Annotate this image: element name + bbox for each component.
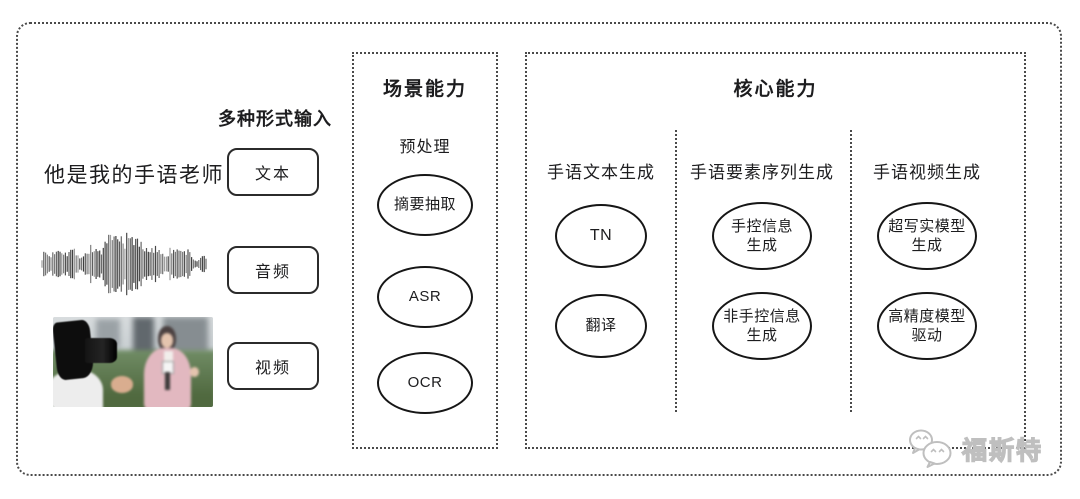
node-tn: TN	[555, 204, 647, 268]
node-high-precision-model-driving-label: 高精度模型 驱动	[888, 307, 966, 345]
preprocessing-label: 预处理	[399, 139, 451, 156]
node-manual-feature-generation-label: 手控信息 生成	[730, 217, 793, 255]
column-header-element-sequence-generation: 手语要素序列生成	[690, 163, 834, 182]
column-divider	[675, 130, 677, 412]
watermark: 福斯特	[906, 426, 1043, 472]
video-frame-thumbnail	[53, 317, 213, 407]
watermark-text: 福斯特	[961, 436, 1044, 465]
node-summary-extraction: 摘要抽取	[377, 174, 473, 236]
input-type-text-label: 文本	[254, 166, 291, 183]
outer-dotted-frame	[16, 22, 1062, 476]
input-type-audio-label: 音频	[254, 264, 291, 281]
node-translation: 翻译	[555, 294, 647, 358]
node-translation-label: 翻译	[585, 317, 617, 335]
photo-building	[133, 317, 154, 357]
node-asr-label: ASR	[408, 288, 442, 306]
node-hyperrealistic-model-generation-label: 超写实模型 生成	[888, 217, 966, 255]
input-type-audio-box: 音频	[227, 246, 319, 294]
node-high-precision-model-driving: 高精度模型 驱动	[877, 292, 977, 360]
input-type-video-label: 视频	[254, 360, 291, 377]
node-asr: ASR	[377, 266, 473, 328]
input-type-text-box: 文本	[227, 148, 319, 196]
photo-camera-lens	[85, 337, 118, 363]
photo-reporter	[139, 326, 199, 407]
node-summary-extraction-label: 摘要抽取	[393, 196, 456, 214]
sample-sentence-text: 他是我的手语老师	[44, 164, 224, 187]
column-header-video-generation: 手语视频生成	[873, 163, 981, 182]
inputs-group-title: 多种形式输入	[218, 109, 332, 129]
core-capability-panel: 核心能力 手语文本生成 手语要素序列生成 手语视频生成 TN 翻译 手控信息 生…	[525, 52, 1026, 449]
photo-microphone	[165, 371, 170, 390]
photo-reporter-hand	[190, 367, 199, 378]
node-tn-label: TN	[589, 226, 613, 244]
node-non-manual-feature-generation: 非手控信息 生成	[712, 292, 812, 360]
node-ocr-label: OCR	[407, 374, 443, 392]
photo-cameraman-hand	[110, 376, 133, 393]
core-panel-title: 核心能力	[733, 79, 818, 100]
scene-capability-panel: 场景能力 预处理 摘要抽取 ASR OCR	[352, 52, 498, 449]
column-header-text-generation: 手语文本生成	[547, 163, 655, 182]
wechat-bubbles-icon	[909, 429, 952, 468]
scene-panel-title: 场景能力	[382, 79, 467, 100]
photo-reporter-face	[161, 333, 174, 348]
node-manual-feature-generation: 手控信息 生成	[712, 202, 812, 270]
audio-waveform-icon	[41, 232, 207, 296]
input-type-video-box: 视频	[227, 342, 319, 390]
column-divider	[850, 130, 852, 412]
node-hyperrealistic-model-generation: 超写实模型 生成	[877, 202, 977, 270]
node-ocr: OCR	[377, 352, 473, 414]
photo-camera	[53, 319, 119, 382]
node-non-manual-feature-generation-label: 非手控信息 生成	[723, 307, 801, 345]
